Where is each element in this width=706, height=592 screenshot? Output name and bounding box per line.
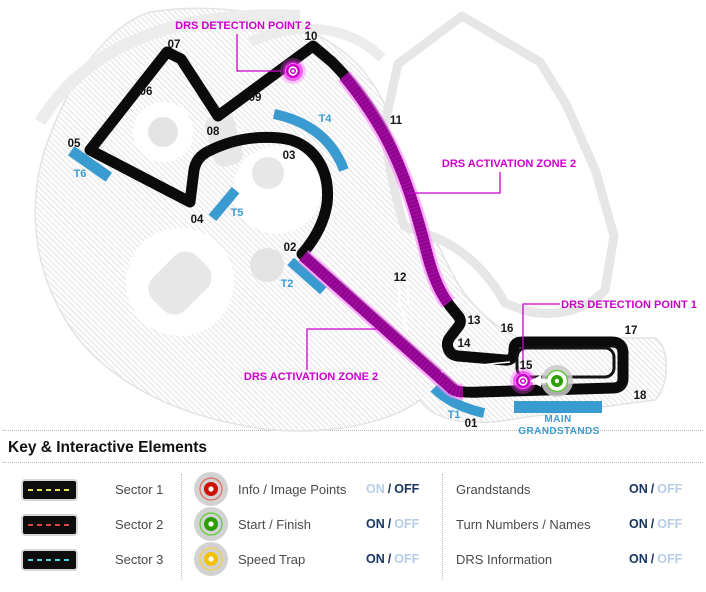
toggle-off-label[interactable]: OFF — [394, 517, 420, 531]
info-image-points-icon[interactable] — [193, 471, 229, 507]
grandstand-t4[interactable] — [272, 109, 349, 172]
main-grandstands-label-line2: GRANDSTANDS — [518, 426, 599, 437]
toggle-slash: / — [650, 517, 655, 531]
turn-label: 18 — [634, 390, 647, 402]
turn-label: 07 — [168, 39, 181, 51]
speed-trap-label: Speed Trap — [238, 552, 306, 567]
key-title: Key & Interactive Elements — [8, 439, 208, 456]
turn-label: 17 — [625, 325, 638, 337]
turn-label: 03 — [283, 150, 296, 162]
turn-label: 12 — [394, 272, 407, 284]
toggle-slash: / — [650, 482, 655, 496]
turn-numbers-layer-label: Turn Numbers / Names — [456, 517, 591, 532]
drs-detection-point-2-label: DRS DETECTION POINT 2 — [175, 20, 311, 32]
drs-zone-lower — [297, 250, 464, 400]
toggle-on-label[interactable]: ON — [629, 552, 648, 566]
speed-trap-icon[interactable] — [193, 541, 229, 577]
turn-label: 01 — [465, 418, 478, 430]
drs-detection-point-1-icon — [510, 368, 536, 394]
toggle-on-label[interactable]: ON — [629, 517, 648, 531]
toggle-off-label[interactable]: OFF — [394, 552, 420, 566]
turn-label: 10 — [305, 31, 318, 43]
divider-under-title — [3, 462, 703, 463]
grandstand-label-t2: T2 — [281, 278, 294, 290]
start-finish-legend-icon[interactable] — [193, 506, 229, 542]
turn-label: 16 — [501, 323, 514, 335]
drs-annotations — [236, 34, 560, 370]
drs-activation-zone-upper-label: DRS ACTIVATION ZONE 2 — [442, 158, 576, 170]
toggle-off-label[interactable]: OFF — [657, 517, 683, 531]
grandstand-label-t4: T4 — [319, 113, 333, 125]
grandstand-markers — [68, 109, 602, 418]
key-separator-1 — [181, 474, 182, 580]
sector-1-swatch — [21, 479, 78, 501]
turn-label: 05 — [68, 138, 81, 150]
toggle-on-label[interactable]: ON — [629, 482, 648, 496]
drs-information-layer-label: DRS Information — [456, 552, 553, 567]
toggle-on-label[interactable]: ON — [366, 482, 385, 496]
toggle-slash: / — [387, 552, 392, 566]
turn-label: 08 — [207, 126, 220, 138]
grandstand-t1[interactable] — [430, 384, 486, 418]
turn-label: 06 — [140, 86, 153, 98]
sector-1-label: Sector 1 — [115, 482, 164, 497]
main-grandstands-label-line1: MAIN — [544, 414, 571, 425]
sector-3-swatch — [21, 549, 78, 571]
circuit-map: DRS DETECTION POINT 2 DRS ACTIVATION ZON… — [34, 7, 697, 437]
start-finish-icon[interactable] — [541, 365, 573, 397]
toggle-info-image-points: ON/OFF — [366, 482, 419, 496]
grandstands-layer-label: Grandstands — [456, 482, 531, 497]
turn-label: 11 — [390, 115, 403, 127]
toggle-off-label[interactable]: OFF — [394, 482, 420, 496]
turn-label: 13 — [468, 315, 481, 327]
sector-2-swatch — [21, 514, 78, 536]
toggle-off-label[interactable]: OFF — [657, 482, 683, 496]
start-finish-label: Start / Finish — [238, 517, 311, 532]
grandstand-main[interactable] — [514, 401, 602, 413]
toggle-slash: / — [387, 482, 392, 496]
toggle-slash: / — [387, 517, 392, 531]
grandstand-label-t6: T6 — [74, 168, 87, 180]
info-image-points-label: Info / Image Points — [238, 482, 347, 497]
direction-arrow-icon — [530, 375, 551, 387]
toggle-turn-numbers: ON/OFF — [629, 517, 682, 531]
turn-label: 09 — [249, 92, 262, 104]
toggle-start-finish: ON/OFF — [366, 517, 419, 531]
turn-label: 14 — [458, 338, 471, 350]
sector-3-label: Sector 3 — [115, 552, 164, 567]
toggle-off-label[interactable]: OFF — [657, 552, 683, 566]
drs-detection-point-2-icon — [280, 58, 306, 84]
grandstand-labels: T6 T5 T4 T2 T1 MAIN GRANDSTANDS — [74, 113, 600, 437]
key-separator-2 — [442, 474, 443, 580]
grandstand-t5[interactable] — [208, 186, 240, 222]
drs-detection-point-1-label: DRS DETECTION POINT 1 — [561, 299, 697, 311]
toggle-drs-information: ON/OFF — [629, 552, 682, 566]
toggle-grandstands: ON/OFF — [629, 482, 682, 496]
turn-label: 15 — [520, 360, 533, 372]
drs-activation-zone-lower-label: DRS ACTIVATION ZONE 2 — [244, 371, 378, 383]
turn-label: 04 — [191, 214, 204, 226]
toggle-slash: / — [650, 552, 655, 566]
sector-2-label: Sector 2 — [115, 517, 164, 532]
toggle-speed-trap: ON/OFF — [366, 552, 419, 566]
toggle-on-label[interactable]: ON — [366, 552, 385, 566]
divider-top — [3, 430, 703, 431]
drs-zone-upper — [337, 70, 455, 308]
map-background — [34, 7, 667, 432]
grandstand-t2[interactable] — [287, 257, 327, 295]
grandstand-label-t5: T5 — [231, 207, 244, 219]
grandstand-t6[interactable] — [68, 146, 112, 182]
turn-label: 02 — [284, 242, 297, 254]
toggle-on-label[interactable]: ON — [366, 517, 385, 531]
grandstand-label-t1: T1 — [448, 409, 461, 421]
turn-number-labels: 01 02 03 04 05 06 07 08 09 10 11 12 13 1… — [68, 31, 647, 430]
